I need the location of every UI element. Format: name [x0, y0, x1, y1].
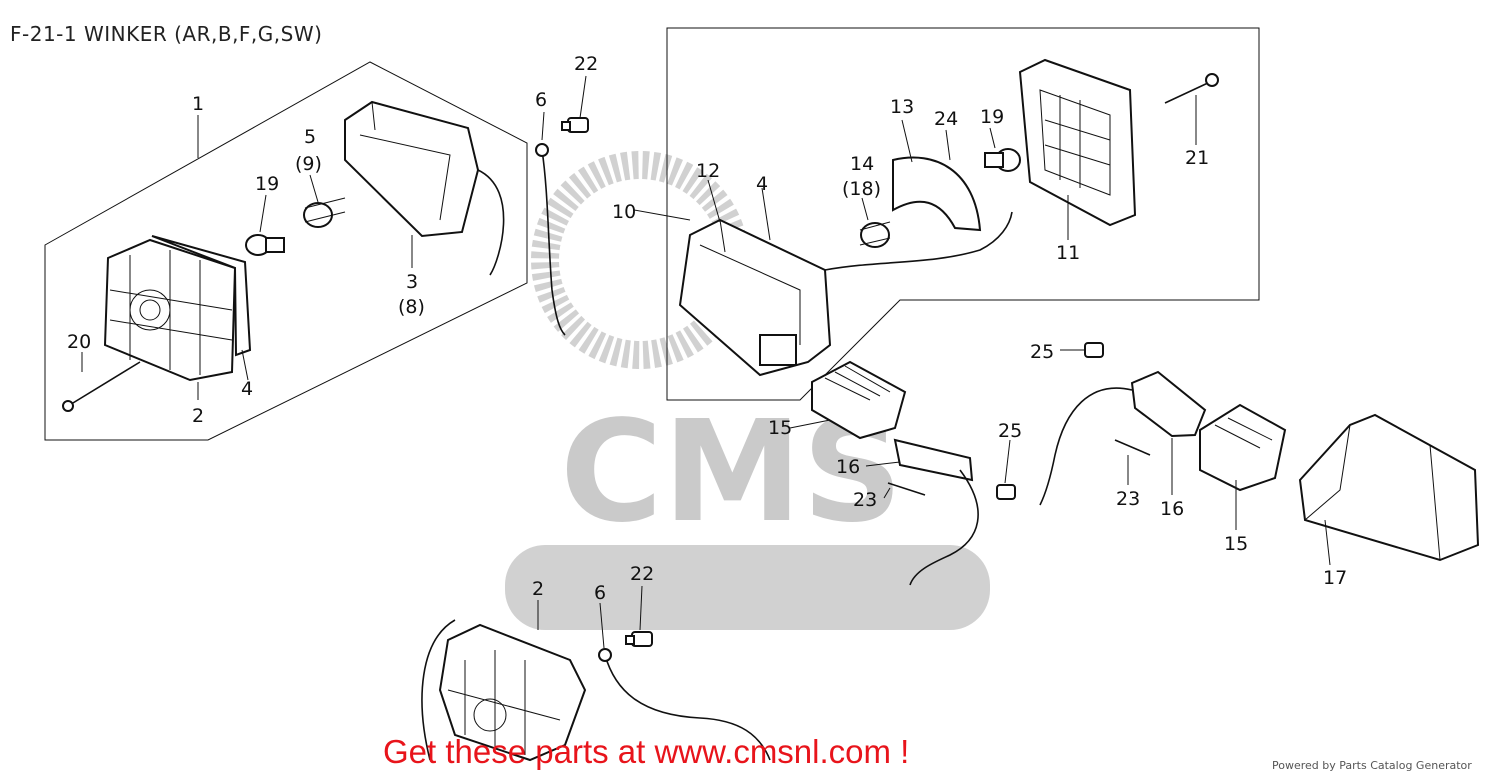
wire-right [1039, 387, 1133, 506]
callout-11: 11 [1056, 242, 1080, 264]
callout-19-right: 19 [980, 106, 1004, 128]
callout-2-lower: 2 [532, 578, 544, 600]
bulb-left [245, 234, 285, 256]
ground-wire-6-lower [604, 654, 771, 761]
bracket-13 [892, 156, 982, 232]
screw-20 [67, 361, 141, 407]
promo-link[interactable]: Get these parts at www.cmsnl.com ! [383, 733, 910, 770]
callout-19-left: 19 [255, 173, 279, 195]
wire-left [477, 169, 505, 276]
stay-16-right [1130, 370, 1207, 438]
callout-10: 10 [612, 201, 636, 223]
callout-14: 14 [850, 153, 874, 175]
callout-22-lower: 22 [630, 563, 654, 585]
bolt-25-center [996, 484, 1016, 500]
callout-21: 21 [1185, 147, 1209, 169]
bolt-23-center [887, 482, 926, 496]
screw-21 [1164, 81, 1211, 104]
callout-5: 5 [304, 126, 316, 148]
left-group-outline [44, 61, 528, 441]
winker-lens-left [103, 235, 252, 382]
callout-16-right: 16 [1160, 498, 1184, 520]
callout-23-center: 23 [853, 489, 877, 511]
callout-6-upper: 6 [535, 89, 547, 111]
callout-12: 12 [696, 160, 720, 182]
callout-20: 20 [67, 331, 91, 353]
callout-15-center: 15 [768, 417, 792, 439]
socket-left [303, 197, 346, 228]
wire-center [909, 469, 979, 586]
bolt-22-lower [625, 631, 653, 647]
callout-18: (18) [842, 178, 881, 200]
callout-13: 13 [890, 96, 914, 118]
callout-8: (8) [398, 296, 425, 318]
callout-25-center: 25 [998, 420, 1022, 442]
callout-6-lower: 6 [594, 582, 606, 604]
stay-16-center [893, 438, 974, 482]
callout-25-right: 25 [1030, 341, 1054, 363]
winker-housing-left [344, 100, 480, 238]
callout-4-right: 4 [756, 173, 768, 195]
callout-22-upper: 22 [574, 53, 598, 75]
watermark-banner [505, 545, 990, 630]
callout-16-center: 16 [836, 456, 860, 478]
callout-4-left: 4 [241, 378, 253, 400]
callout-17: 17 [1323, 567, 1347, 589]
winker-lower-left [438, 623, 587, 762]
bolt-25-right [1084, 342, 1104, 358]
socket-14 [859, 221, 891, 248]
rubber-15-right [1199, 403, 1287, 492]
bolt-22-top [561, 117, 589, 133]
winker-lens-upper-right [1018, 58, 1137, 227]
callout-2-upper: 2 [192, 405, 204, 427]
rubber-15-center [811, 360, 907, 440]
callout-15-right: 15 [1224, 533, 1248, 555]
wire-upper-right [824, 211, 1013, 271]
callout-1: 1 [192, 93, 204, 115]
callout-labels: 1 5 (9) 19 3 (8) 20 2 4 6 22 10 12 4 13 … [67, 53, 1347, 604]
powered-by-text: Powered by Parts Catalog Generator [1272, 759, 1472, 772]
callout-24: 24 [934, 108, 958, 130]
callout-9: (9) [295, 153, 322, 175]
ground-wire-6 [541, 149, 566, 336]
wire-lower-left [421, 619, 456, 761]
callout-3: 3 [406, 271, 418, 293]
right-group-outline [666, 27, 1260, 401]
diagram-title: F-21-1 WINKER (AR,B,F,G,SW) [10, 22, 323, 46]
bolt-23-right [1114, 439, 1151, 456]
bulb-right [984, 148, 1021, 172]
leader-lines [81, 75, 1331, 649]
callout-23-right: 23 [1116, 488, 1140, 510]
winker-lens-lower-right [1298, 413, 1480, 562]
winker-housing-upper-right [678, 218, 832, 377]
